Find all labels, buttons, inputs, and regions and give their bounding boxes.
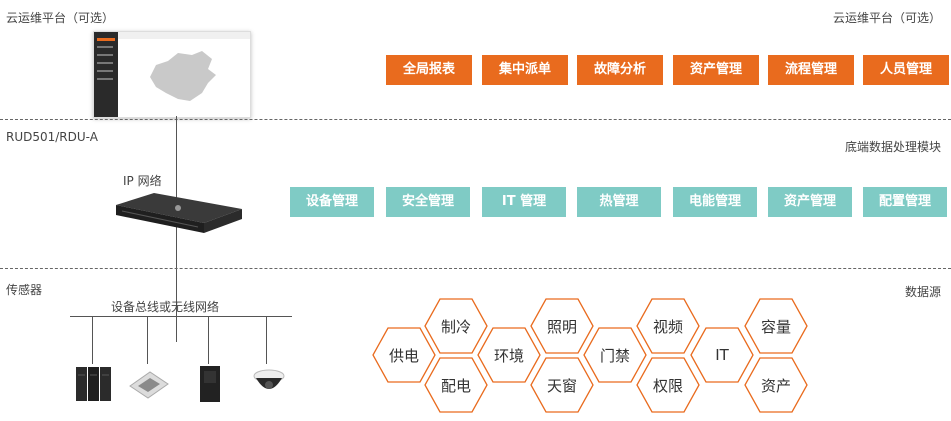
btn-central-dispatch[interactable]: 集中派单 xyxy=(482,55,568,85)
hex-access-control: 门禁 xyxy=(583,327,647,383)
hex-video: 视频 xyxy=(636,298,700,354)
btn-asset-management[interactable]: 资产管理 xyxy=(673,55,759,85)
server-cabinet-icon xyxy=(76,367,111,401)
hex-cooling: 制冷 xyxy=(424,298,488,354)
dome-camera-icon xyxy=(253,369,285,389)
btn-thermal-management[interactable]: 热管理 xyxy=(577,187,661,217)
access-control-icon xyxy=(200,366,220,402)
hex-capacity: 容量 xyxy=(744,298,808,354)
data-source-label: 数据源 xyxy=(904,285,941,299)
china-map-icon xyxy=(150,51,216,101)
rack-device-icon xyxy=(116,193,242,233)
hex-environment: 环境 xyxy=(477,327,541,383)
platform-label-right: 云运维平台（可选） xyxy=(832,11,941,25)
divider-bottom xyxy=(0,268,951,269)
module-label: 底端数据处理模块 xyxy=(844,140,941,154)
device-model-label: RUD501/RDU-A xyxy=(6,130,98,144)
btn-asset-management-2[interactable]: 资产管理 xyxy=(768,187,852,217)
hex-assets: 资产 xyxy=(744,357,808,413)
hex-power-distribution: 配电 xyxy=(424,357,488,413)
btn-it-management[interactable]: IT 管理 xyxy=(482,187,566,217)
connection-line xyxy=(176,116,177,342)
btn-security-management[interactable]: 安全管理 xyxy=(386,187,470,217)
btn-device-management[interactable]: 设备管理 xyxy=(290,187,374,217)
hex-power-supply: 供电 xyxy=(372,327,436,383)
btn-fault-analysis[interactable]: 故障分析 xyxy=(577,55,663,85)
btn-config-management[interactable]: 配置管理 xyxy=(863,187,947,217)
hex-it: IT xyxy=(690,327,754,383)
ip-network-label: IP 网络 xyxy=(123,174,162,188)
btn-personnel-management[interactable]: 人员管理 xyxy=(863,55,949,85)
divider-top xyxy=(0,119,951,120)
btn-global-report[interactable]: 全局报表 xyxy=(386,55,472,85)
hex-skylight: 天窗 xyxy=(530,357,594,413)
btn-process-management[interactable]: 流程管理 xyxy=(768,55,854,85)
platform-dashboard-thumbnail xyxy=(93,31,251,118)
bus-label: 设备总线或无线网络 xyxy=(111,300,220,314)
sensor-panel-icon xyxy=(129,371,169,399)
btn-energy-management[interactable]: 电能管理 xyxy=(673,187,757,217)
bus-line xyxy=(70,316,292,317)
sensor-label: 传感器 xyxy=(6,283,43,297)
hex-lighting: 照明 xyxy=(530,298,594,354)
platform-label-left: 云运维平台（可选） xyxy=(6,11,115,25)
hex-permissions: 权限 xyxy=(636,357,700,413)
